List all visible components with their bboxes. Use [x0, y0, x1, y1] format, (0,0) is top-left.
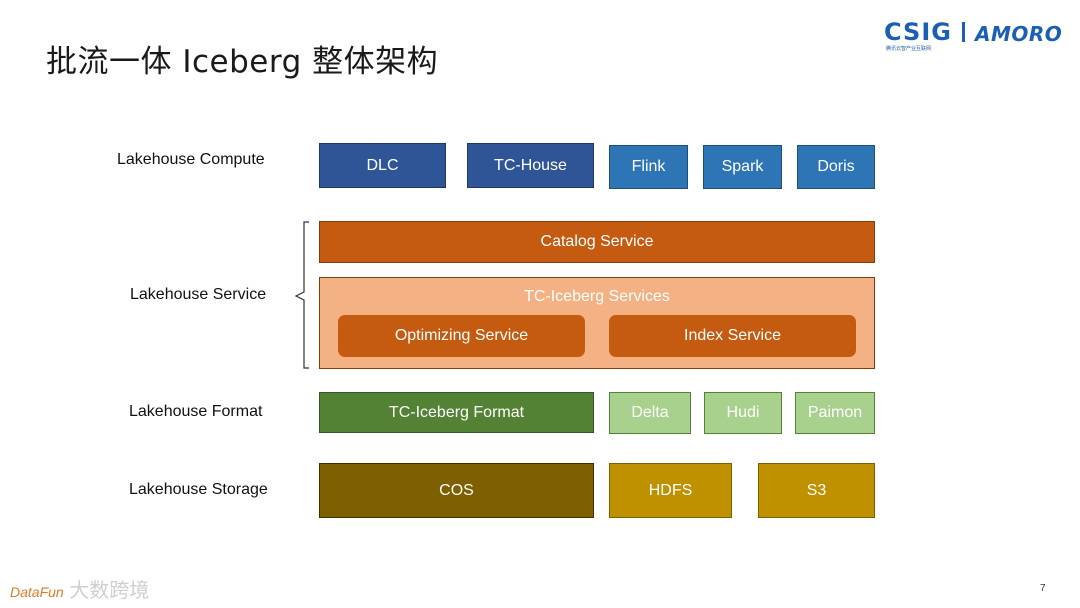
- format-hudi: Hudi: [704, 392, 782, 434]
- watermark-text: 大数跨境: [69, 580, 150, 602]
- datafun-logo: DataFun: [10, 584, 64, 600]
- storage-cos: COS: [319, 463, 594, 518]
- csig-logo-subtitle: 腾讯云智产业互联网: [886, 46, 932, 52]
- service-brace: [294, 221, 309, 369]
- amoro-logo: AMORO: [975, 22, 1063, 46]
- compute-doris: Doris: [797, 145, 875, 189]
- storage-s3: S3: [758, 463, 875, 518]
- logo-separator: [962, 22, 965, 42]
- index-service: Index Service: [609, 315, 856, 357]
- format-delta: Delta: [609, 392, 691, 434]
- csig-logo: CSIG: [884, 18, 952, 46]
- format-tc-iceberg: TC-Iceberg Format: [319, 392, 594, 433]
- page-number: 7: [1040, 583, 1046, 594]
- format-row-label: Lakehouse Format: [129, 403, 263, 420]
- compute-row-label: Lakehouse Compute: [117, 151, 265, 168]
- catalog-service: Catalog Service: [319, 221, 875, 263]
- compute-spark: Spark: [703, 145, 782, 189]
- storage-hdfs: HDFS: [609, 463, 732, 518]
- storage-row-label: Lakehouse Storage: [129, 481, 268, 498]
- compute-dlc: DLC: [319, 143, 446, 188]
- tc-iceberg-services-title: TC-Iceberg Services: [524, 288, 670, 305]
- compute-tc-house: TC-House: [467, 143, 594, 188]
- compute-flink: Flink: [609, 145, 688, 189]
- format-paimon: Paimon: [795, 392, 875, 434]
- optimizing-service: Optimizing Service: [338, 315, 585, 357]
- service-row-label: Lakehouse Service: [130, 286, 267, 303]
- slide-title: 批流一体 Iceberg 整体架构: [46, 44, 439, 80]
- tc-iceberg-services-group: TC-Iceberg Services Optimizing Service I…: [319, 277, 875, 369]
- footer-watermark: DataFun 大数跨境: [10, 574, 149, 603]
